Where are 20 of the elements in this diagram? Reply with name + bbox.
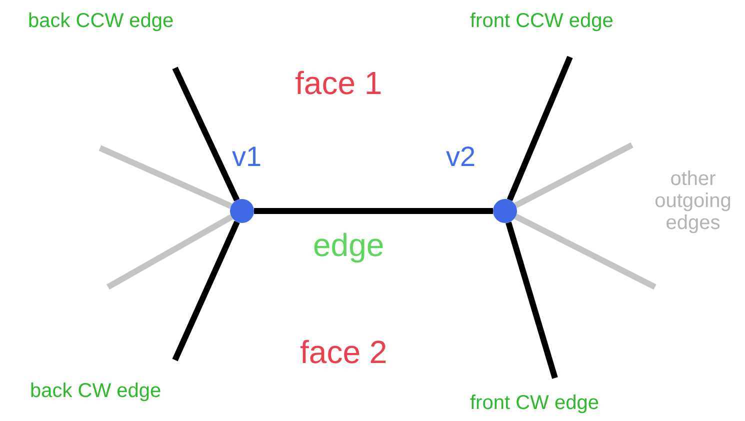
vertex-label: v1	[232, 142, 262, 173]
edge-line	[98, 145, 232, 209]
edge-line	[514, 214, 656, 290]
face-label: face 2	[300, 335, 388, 370]
vertex-label: v2	[446, 142, 476, 173]
vertex-dot	[493, 199, 517, 223]
face-label: face 1	[295, 66, 382, 102]
vertex-dot	[230, 199, 254, 223]
edge-line	[254, 208, 493, 214]
edge-name-label: other outgoing edges	[654, 168, 732, 234]
edge-line	[172, 220, 240, 362]
edge-name-label: back CCW edge	[28, 10, 174, 32]
edge-line	[506, 222, 558, 379]
edge-name-label: front CW edge	[470, 392, 599, 414]
edge-line	[514, 142, 634, 208]
edge-line	[106, 214, 234, 290]
edge-line	[172, 66, 240, 202]
edge-line	[506, 56, 573, 202]
edge-name-label: back CW edge	[30, 380, 162, 402]
edge-name-label: front CCW edge	[470, 10, 614, 32]
